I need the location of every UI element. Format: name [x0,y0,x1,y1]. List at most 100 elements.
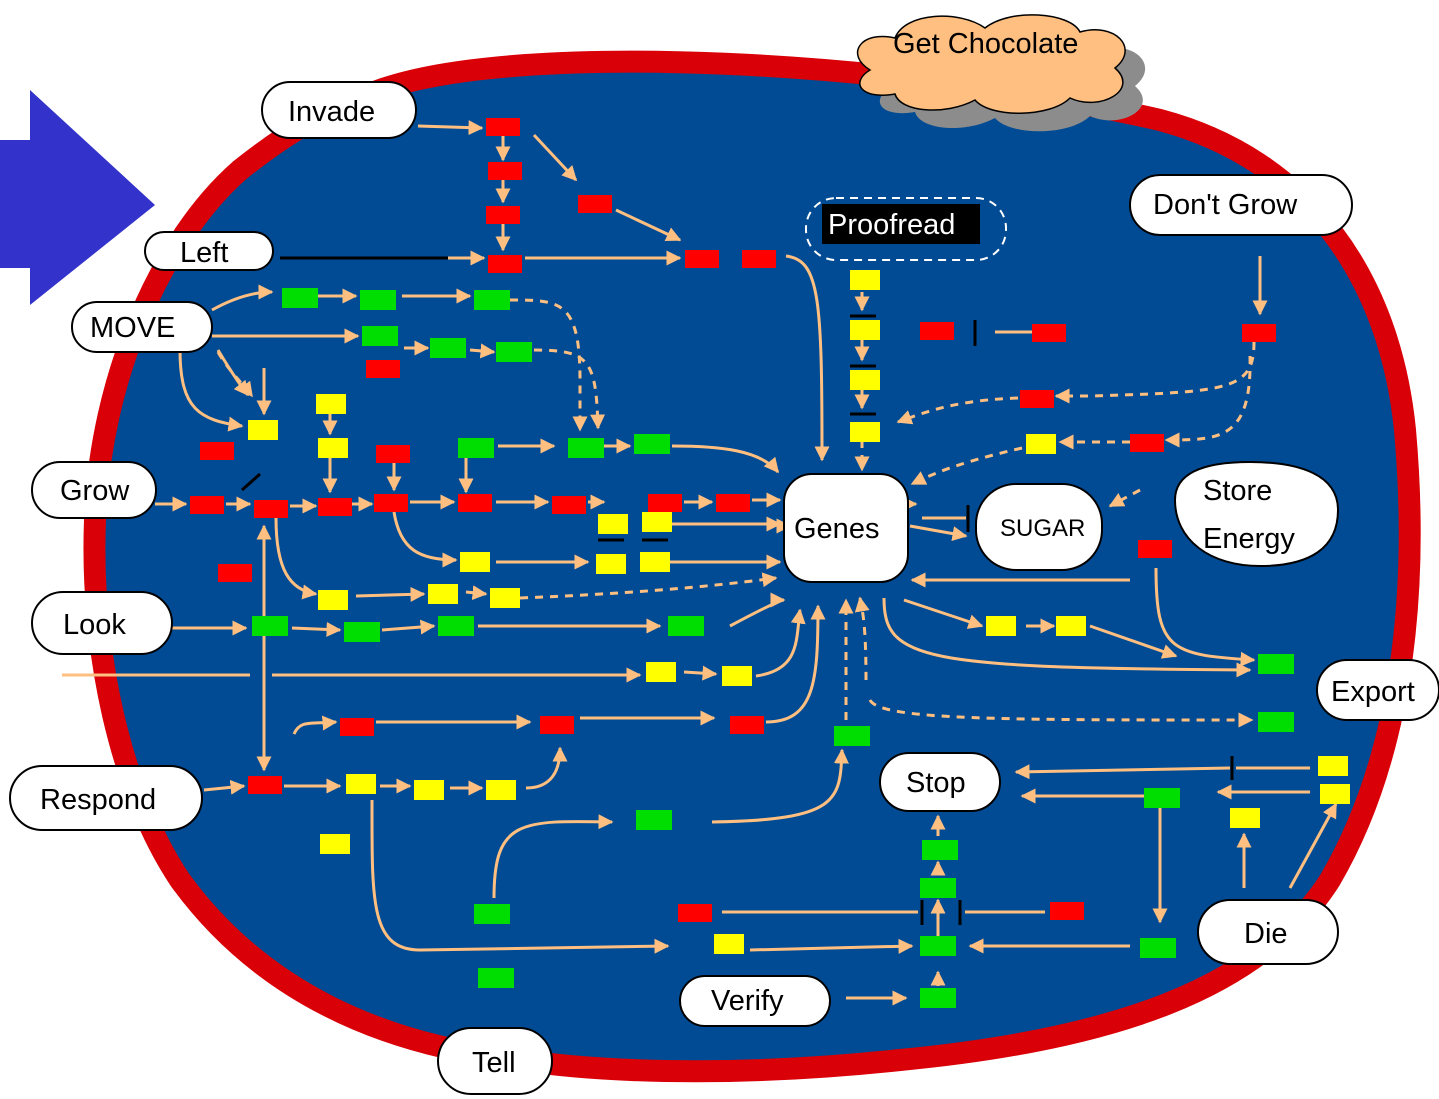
green-molecule-box [252,616,288,636]
green-molecule-box [360,290,396,310]
dont-grow-node[interactable]: Don't Grow [1129,174,1353,236]
genes-node[interactable]: Genes [783,473,909,583]
yellow-molecule-box [414,780,444,800]
red-molecule-box [254,500,288,518]
yellow-molecule-box [850,270,880,290]
tell-label: Tell [472,1047,516,1079]
pathway-arrow [903,598,984,629]
red-molecule-box [488,255,522,273]
green-molecule-box [834,726,870,746]
pathway-arrow [525,746,568,790]
pathway-arrow [465,585,488,601]
pathway-arrow [749,938,914,954]
yellow-molecule-box [320,834,350,854]
pathway-arrow [274,517,318,600]
pathway-arrow [711,748,849,824]
red-molecule-box [190,496,224,514]
pathway-arrow [615,208,682,242]
plain-lines [722,330,1310,914]
move-node[interactable]: MOVE [71,301,213,353]
yellow-molecule-box [1320,784,1350,804]
green-molecule-box [920,988,956,1008]
sugar-node[interactable]: SUGAR [975,483,1103,571]
die-node[interactable]: Die [1197,899,1339,965]
red-molecule-box [1032,324,1066,342]
yellow-molecule-box [640,552,670,572]
proofread-label: Proofread [828,209,955,241]
sugar-label: SUGAR [1000,515,1085,542]
red-molecule-box [486,118,520,136]
pathway-arrow [417,120,484,136]
pathway-arrow [370,799,670,954]
red-molecule-box [685,250,719,268]
yellow-molecule-box [850,422,880,442]
yellow-molecule-box [722,666,752,686]
yellow-molecule-box [646,662,676,682]
yellow-molecule-box [486,780,516,800]
yellow-molecule-box [316,394,346,414]
red-molecule-box [458,494,492,512]
pathway-arrow [203,779,246,795]
red-molecule-box [552,496,586,514]
pathway-dashed-arrow [1108,488,1141,508]
green-molecule-box [496,342,532,362]
invade-label: Invade [288,96,375,128]
red-molecule-box [486,206,520,224]
pathway-arrow [211,284,274,312]
red-molecule-box [1130,434,1164,452]
red-molecule-box [920,322,954,340]
yellow-molecule-box [598,514,628,534]
dont-grow-label: Don't Grow [1153,189,1298,221]
pathway-arrow [729,592,786,628]
red-molecule-box [374,494,408,512]
green-molecule-box [1258,712,1294,732]
left-label: Left [180,237,228,269]
pathway-dashed-arrow [509,298,588,432]
pathway-dashed-arrow [533,348,606,430]
verify-label: Verify [711,985,784,1017]
red-molecule-box [248,776,282,794]
green-molecule-box [920,936,956,956]
green-molecule-box [344,622,380,642]
red-molecule-box [1138,540,1172,558]
look-node[interactable]: Look [31,591,173,655]
yellow-molecule-box [850,370,880,390]
pathway-arrow [532,133,578,182]
left-node[interactable]: Left [144,231,274,271]
pathway-arrow [469,343,496,359]
grow-node[interactable]: Grow [31,461,157,519]
red-molecule-box [578,195,612,213]
green-molecule-box [474,904,510,924]
pathway-dashed-arrow [1164,355,1252,448]
move-label: MOVE [90,312,175,344]
tell-node[interactable]: Tell [437,1027,553,1095]
die-label: Die [1244,918,1288,950]
respond-node[interactable]: Respond [9,765,203,831]
green-molecule-box [634,434,670,454]
pathway-arrow [381,619,436,635]
invade-node[interactable]: Invade [261,81,417,139]
pathway-dashed-arrows [216,292,1256,728]
pathway-arrow [1288,802,1338,889]
pathway-arrow [755,608,806,678]
red-molecule-box [1050,902,1084,920]
export-node[interactable]: Export [1316,659,1439,721]
pathway-arrow [292,715,338,735]
stop-node[interactable]: Stop [879,752,1001,812]
store-energy-node[interactable]: Store Energy [1173,460,1340,568]
red-molecule-box [318,498,352,516]
yellow-molecule-box [986,616,1016,636]
red-molecule-box [716,494,750,512]
genes-label: Genes [794,513,879,545]
pathway-arrow [765,604,826,724]
red-molecule-box [340,718,374,736]
pathway-dashed-arrow [519,572,778,600]
verify-node[interactable]: Verify [679,975,831,1027]
green-molecule-box [458,438,494,458]
get-chocolate-label: Get Chocolate [893,28,1078,60]
pathway-dashed-arrow [216,351,254,398]
proofread-node[interactable]: Proofread [805,197,1007,261]
pathway-arrow [291,621,342,637]
red-molecule-box [1242,324,1276,342]
